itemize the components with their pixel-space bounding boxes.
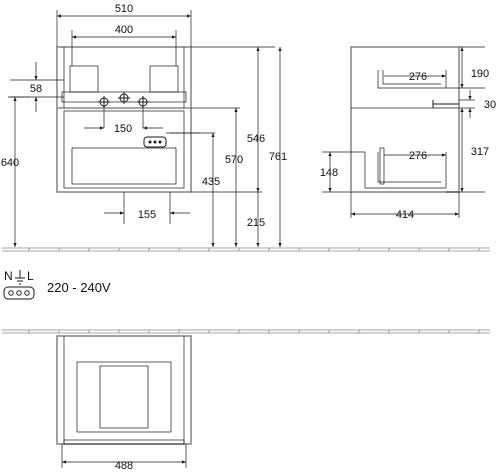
plug-socket-icon [3,286,35,300]
dim-400: 400 [115,24,133,36]
dim-30: 30 [484,99,496,111]
wall-line [2,329,490,334]
top-view: 488 [2,329,490,472]
dim-215: 215 [247,217,265,229]
dim-640: 640 [1,157,19,169]
top-drawer [76,361,172,433]
neutral-label: N [4,269,13,283]
dim-414: 414 [396,209,414,221]
electrical-info: N L 220 - 240V [3,269,111,300]
dim-546: 546 [247,133,265,145]
dim-155: 155 [138,209,156,221]
front-view: 510 400 58 150 155 640 435 [1,3,287,247]
socket-icon [143,136,167,148]
water-connection-icons [98,92,149,108]
front-drawer-inner [71,147,177,185]
ground-icon [15,270,25,285]
dim-150: 150 [114,123,132,135]
dim-510: 510 [115,3,133,15]
front-drawer [63,110,185,189]
dim-148: 148 [320,167,338,179]
voltage-label: 220 - 240V [47,280,111,295]
side-cabinet-outline [350,46,460,193]
dim-276-bottom: 276 [409,150,427,162]
dim-58: 58 [30,83,42,95]
front-cabinet-outline [56,46,192,193]
line-label: L [27,269,34,283]
dim-435: 435 [202,176,220,188]
dim-570: 570 [225,154,243,166]
floor-line [2,247,490,252]
dim-488: 488 [115,460,133,472]
dim-317: 317 [471,146,489,158]
dim-276-top: 276 [409,71,427,83]
dim-761: 761 [269,151,287,163]
side-view: 276 190 30 276 317 148 414 [320,46,496,221]
dim-190: 190 [471,68,489,80]
